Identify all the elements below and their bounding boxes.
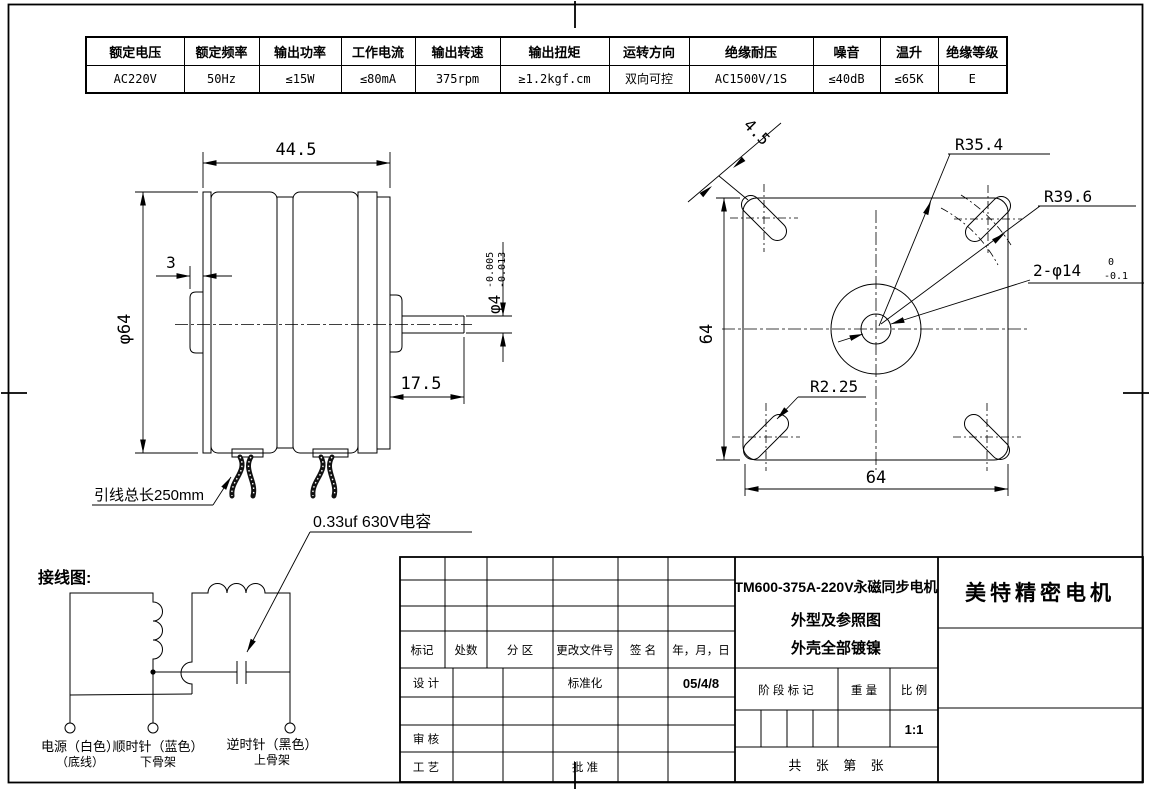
spec-value-cell: ≤65K (879, 64, 939, 94)
terminal-ccw (284, 722, 296, 734)
spec-header-cell: 噪音 (812, 36, 881, 66)
reference-arc-inner (940, 207, 999, 266)
shaft-tol-upper: -0.005 (485, 252, 496, 288)
terminal-cw-sublabel: 下骨架 (140, 755, 176, 769)
spec-value-row: AC220V 50Hz ≤15W ≤80mA 375rpm ≥1.2kgf.cm… (85, 64, 1008, 94)
dim-flange-label: 3 (166, 253, 176, 272)
svg-text:φ4: φ4 (485, 295, 504, 314)
spec-header-cell: 绝缘耐压 (688, 36, 814, 66)
rev-doc-no-header: 更改文件号 (556, 643, 614, 657)
spec-table: 额定电压 额定频率 输出功率 工作电流 输出转速 输出扭矩 运转方向 绝缘耐压 … (85, 36, 1008, 94)
title-block: 标记 处数 分 区 更改文件号 签 名 年，月，日 设 计 标准化 05/4/8… (399, 556, 1144, 783)
terminal-power-label: 电源（白色） (41, 739, 119, 754)
rev-count-header: 处数 (455, 643, 478, 657)
spec-header-cell: 输出转速 (414, 36, 501, 66)
reference-arc-outer (960, 194, 1012, 246)
wiring-title: 接线图: (38, 568, 91, 587)
spec-value-cell: 50Hz (183, 64, 260, 94)
product-desc2: 外壳全部镀镍 (790, 639, 881, 657)
process-label: 工 艺 (413, 761, 439, 774)
spec-header-row: 额定电压 额定频率 输出功率 工作电流 输出转速 输出扭矩 运转方向 绝缘耐压 … (85, 36, 1008, 66)
company-name: 美特精密电机 (965, 581, 1115, 605)
terminal-power-sublabel: （底线） (56, 754, 104, 769)
signature-grid (400, 668, 735, 782)
lead-wire-label: 引线总长250mm (94, 487, 204, 504)
terminal-cw-label: 顺时针（蓝色） (112, 739, 203, 754)
winding-2 (180, 583, 291, 723)
scale-label: 比 例 (901, 683, 927, 697)
weight-label: 重 量 (851, 683, 877, 697)
spec-value-cell: E (937, 64, 1008, 94)
scale-value: 1:1 (905, 722, 924, 737)
spec-header-cell: 运转方向 (608, 36, 690, 66)
terminal-ccw-sublabel: 上骨架 (254, 753, 290, 767)
review-label: 审 核 (413, 732, 440, 746)
spec-header-cell: 额定频率 (183, 36, 260, 66)
stage-mark-label: 阶 段 标 记 (758, 683, 814, 697)
dim-length-label: 44.5 (276, 140, 317, 160)
dim-body-diameter-label: φ64 (115, 314, 135, 345)
spec-value-cell: AC1500V/1S (688, 64, 814, 94)
date-value: 05/4/8 (683, 676, 719, 691)
spec-value-cell: 双向可控 (608, 64, 690, 94)
mounting-slots (730, 184, 1022, 471)
spec-value-cell: ≥1.2kgf.cm (499, 64, 610, 94)
capacitor-symbol (236, 661, 247, 684)
side-view-dimensions: 44.5 φ64 3 17.5 φ4 -0.005 -0.013 (92, 140, 512, 653)
spec-header-cell: 绝缘等级 (937, 36, 1008, 66)
rev-sign-header: 签 名 (630, 643, 656, 657)
product-model: TM600-375A-220V永磁同步电机 (734, 579, 937, 595)
holes-dim-label: 2-φ14 0 -0.1 (1033, 257, 1128, 282)
rev-mark-header: 标记 (411, 644, 434, 657)
rev-date-header: 年，月，日 (672, 643, 730, 657)
terminal-block-1 (231, 448, 264, 458)
revision-grid (400, 557, 735, 668)
product-desc1: 外型及参照图 (790, 611, 881, 629)
radius-slot-end-label: R2.25 (810, 377, 858, 396)
spec-value-cell: 375rpm (414, 64, 501, 94)
standardization-label: 标准化 (568, 676, 603, 690)
shaft-tol-lower: -0.013 (497, 252, 508, 288)
dim-width-label: 64 (866, 468, 886, 488)
side-view-outline (175, 191, 472, 499)
terminal-cw (147, 722, 159, 734)
terminal-power (64, 722, 76, 734)
wiring-diagram: 接线图: 电源（白色） （底线） 顺时针（蓝色） 下骨架 (38, 568, 318, 769)
front-view-dimensions: 4.5 R35.4 R39.6 2-φ14 0 -0.1 R2.25 (687, 115, 1144, 496)
spec-header-cell: 工作电流 (340, 36, 416, 66)
dim-height-label: 64 (697, 324, 717, 344)
front-view-outline (722, 184, 1030, 471)
holes-tol-lower: -0.1 (1104, 271, 1128, 282)
terminal-ccw-label: 逆时针（黑色） (226, 737, 317, 752)
sheet-info: 共 张 第 张 (788, 758, 883, 773)
spec-value-cell: ≤80mA (340, 64, 416, 94)
mounting-tab (189, 291, 203, 354)
svg-text:2-φ14: 2-φ14 (1033, 261, 1081, 280)
holes-tol-upper: 0 (1108, 257, 1114, 268)
spec-value-cell: ≤40dB (812, 64, 881, 94)
spec-header-cell: 输出功率 (258, 36, 342, 66)
spec-header-cell: 额定电压 (85, 36, 185, 66)
winding-1 (69, 592, 163, 695)
dim-slot-width-label: 4.5 (740, 115, 774, 149)
design-label: 设 计 (413, 677, 440, 690)
stage-grid (735, 668, 938, 748)
spec-value-cell: AC220V (85, 64, 185, 94)
radius-outer-label: R39.6 (1044, 187, 1092, 206)
radius-inner-label: R35.4 (955, 135, 1003, 154)
capacitor-label: 0.33uf 630V电容 (313, 513, 431, 531)
shaft-boss (390, 294, 403, 353)
rev-zone-header: 分 区 (507, 644, 533, 657)
dim-shaft-length-label: 17.5 (401, 374, 442, 394)
dim-shaft-diameter-label: φ4 -0.005 -0.013 (485, 252, 508, 314)
spec-header-cell: 温升 (879, 36, 939, 66)
approve-label: 批 准 (572, 760, 598, 774)
spec-value-cell: ≤15W (258, 64, 342, 94)
company-grid (938, 627, 1143, 709)
lead-wires (229, 454, 338, 499)
spec-header-cell: 输出扭矩 (499, 36, 610, 66)
